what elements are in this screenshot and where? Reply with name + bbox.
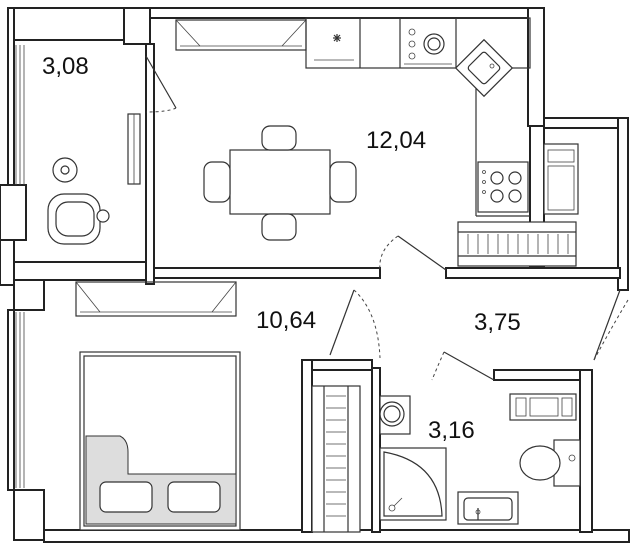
hallway bbox=[311, 289, 629, 533]
oven-cabinet bbox=[543, 143, 579, 215]
cooktop-icon bbox=[477, 161, 529, 213]
shower-icon bbox=[379, 447, 447, 521]
washing-machine-icon bbox=[404, 28, 452, 65]
area-label-bathroom: 3,16 bbox=[428, 417, 475, 444]
area-label-loggia: 3,08 bbox=[42, 53, 89, 80]
wardrobe bbox=[311, 385, 361, 533]
area-label-kitchen-living: 12,04 bbox=[366, 127, 426, 154]
kitchen-sink-icon bbox=[454, 38, 514, 98]
loggia-window bbox=[15, 45, 25, 185]
toilet-icon bbox=[519, 439, 581, 487]
hall-wardrobe bbox=[457, 221, 577, 267]
towel-rack bbox=[509, 393, 577, 421]
ac-unit bbox=[175, 19, 307, 51]
fridge-icon bbox=[314, 34, 354, 61]
washbasin-icon bbox=[457, 491, 519, 525]
water-heater-icon bbox=[379, 395, 411, 435]
area-label-bedroom: 10,64 bbox=[256, 307, 316, 334]
kitchen bbox=[175, 17, 579, 271]
bedroom-window bbox=[15, 312, 25, 488]
area-label-hallway: 3,75 bbox=[474, 309, 521, 336]
bedroom-ac-unit bbox=[75, 281, 237, 317]
loggia-inner-window bbox=[127, 113, 141, 185]
armchair bbox=[47, 193, 110, 245]
bathroom bbox=[379, 393, 581, 525]
double-bed bbox=[79, 351, 241, 531]
pillow-left bbox=[99, 481, 153, 513]
kitchen-counter bbox=[305, 17, 531, 69]
loggia bbox=[47, 55, 177, 245]
dining-table bbox=[203, 125, 357, 241]
pillow-right bbox=[167, 481, 221, 513]
bedroom bbox=[75, 281, 381, 531]
